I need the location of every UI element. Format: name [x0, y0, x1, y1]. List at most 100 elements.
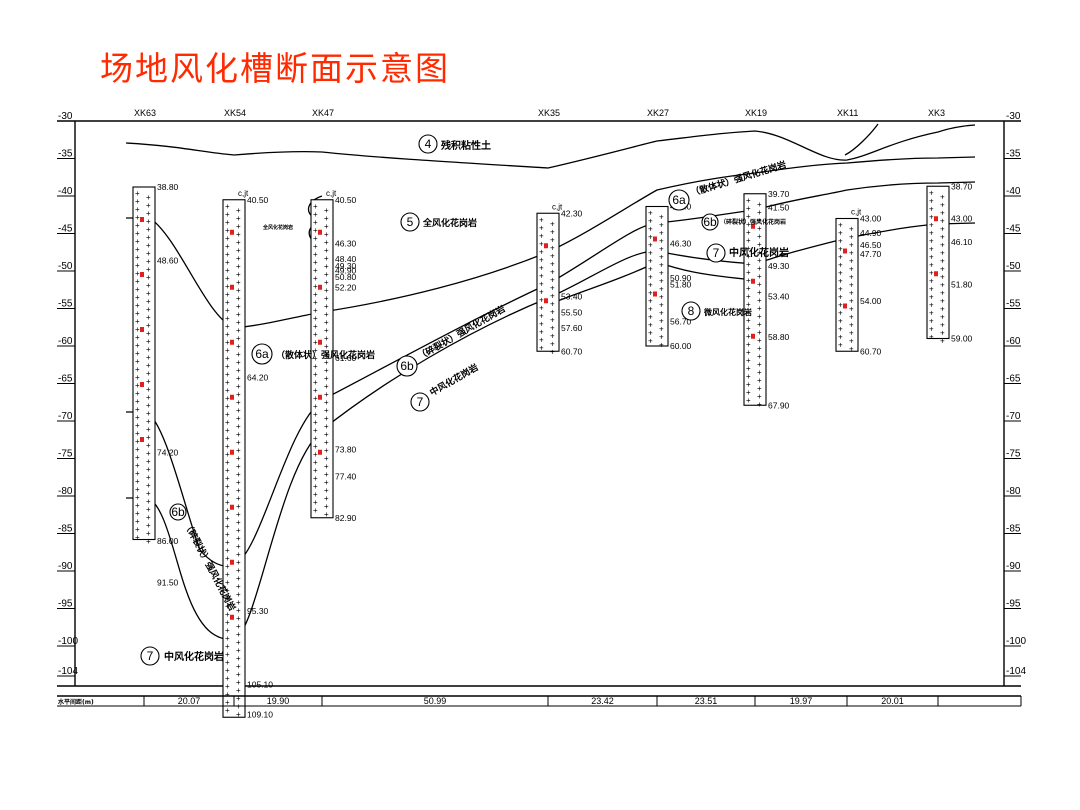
- granite-symbol: +: [648, 305, 653, 314]
- granite-symbol: +: [313, 234, 318, 243]
- granite-symbol: +: [838, 237, 843, 246]
- granite-symbol: +: [324, 382, 329, 391]
- granite-symbol: +: [146, 297, 151, 306]
- layer-number-circle: [169, 503, 187, 521]
- granite-symbol: +: [550, 307, 555, 316]
- granite-symbol: +: [324, 278, 329, 287]
- boundary-6b-7: [126, 222, 976, 641]
- granite-symbol: +: [146, 201, 151, 210]
- granite-symbol: +: [236, 598, 241, 607]
- granite-symbol: +: [135, 485, 140, 494]
- depth-label: 53.40: [768, 292, 790, 302]
- granite-symbol: +: [757, 304, 762, 313]
- granite-symbol: +: [757, 280, 762, 289]
- granite-symbol: +: [929, 244, 934, 253]
- borehole-column: [310, 199, 334, 519]
- granite-symbol: +: [324, 454, 329, 463]
- granite-symbol: +: [550, 267, 555, 276]
- granite-symbol: +: [746, 372, 751, 381]
- granite-symbol: +: [313, 290, 318, 299]
- granite-symbol: +: [225, 226, 230, 235]
- granite-symbol: +: [236, 326, 241, 335]
- granite-symbol: +: [146, 513, 151, 522]
- layer-name: 中风化花岗岩: [729, 246, 789, 259]
- granite-symbol: +: [236, 286, 241, 295]
- granite-symbol: +: [324, 342, 329, 351]
- granite-symbol: +: [757, 360, 762, 369]
- granite-symbol: +: [146, 473, 151, 482]
- elevation-tick-label: -70: [58, 411, 73, 422]
- granite-symbol: +: [648, 297, 653, 306]
- depth-label: 44.90: [860, 228, 882, 238]
- granite-symbol: +: [940, 192, 945, 201]
- granite-symbol: +: [838, 309, 843, 318]
- granite-symbol: +: [135, 197, 140, 206]
- granite-symbol: +: [324, 302, 329, 311]
- sample-marker: [140, 272, 144, 277]
- granite-symbol: +: [757, 256, 762, 265]
- borehole-column: [835, 217, 859, 352]
- granite-symbol: +: [746, 396, 751, 405]
- depth-label: 43.00: [860, 214, 882, 224]
- sample-marker: [230, 229, 234, 235]
- granite-symbol: +: [849, 289, 854, 298]
- granite-symbol: +: [324, 358, 329, 367]
- granite-symbol: +: [225, 474, 230, 483]
- distance-value: 20.01: [881, 696, 904, 706]
- granite-symbol: +: [929, 236, 934, 245]
- granite-symbol: +: [757, 392, 762, 401]
- depth-label: 51.80: [670, 280, 692, 290]
- depth-label: 53.40: [561, 292, 583, 302]
- granite-symbol: +: [757, 272, 762, 281]
- granite-symbol: +: [539, 319, 544, 328]
- depth-label: 50.90: [670, 273, 692, 283]
- granite-symbol: +: [746, 260, 751, 269]
- granite-symbol: +: [929, 228, 934, 237]
- granite-symbol: +: [225, 434, 230, 443]
- layer-number-circle: [396, 355, 418, 377]
- granite-symbol: +: [225, 698, 230, 707]
- granite-symbol: +: [146, 313, 151, 322]
- granite-symbol: +: [746, 196, 751, 205]
- granite-symbol: +: [324, 326, 329, 335]
- depth-label: 59.00: [951, 334, 973, 344]
- granite-symbol: +: [929, 292, 934, 301]
- granite-symbol: +: [146, 337, 151, 346]
- borehole-xk27: XK27++++++++++++++++++++++++++++++++++41…: [645, 108, 692, 351]
- sample-marker: [230, 614, 234, 620]
- granite-symbol: +: [929, 268, 934, 277]
- depth-label: 43.00: [951, 214, 973, 224]
- granite-symbol: +: [225, 490, 230, 499]
- layer-number: 5: [407, 215, 414, 229]
- granite-symbol: +: [849, 265, 854, 274]
- granite-symbol: +: [236, 334, 241, 343]
- depth-label: 61.60: [335, 353, 357, 363]
- granite-symbol: +: [746, 388, 751, 397]
- granite-symbol: +: [746, 252, 751, 261]
- granite-symbol: +: [225, 386, 230, 395]
- granite-symbol: +: [146, 441, 151, 450]
- depth-label: 49.30: [335, 261, 357, 271]
- elevation-tick-label: -50: [1006, 261, 1021, 272]
- sample-marker: [230, 559, 234, 565]
- cjt-label: c,jt: [238, 189, 249, 198]
- layer-name: 残积粘性土: [441, 139, 491, 152]
- granite-symbol: +: [225, 642, 230, 651]
- granite-symbol: +: [225, 338, 230, 347]
- depth-label: 56.70: [670, 316, 692, 326]
- sample-marker: [230, 339, 234, 345]
- granite-symbol: +: [313, 450, 318, 459]
- granite-symbol: +: [929, 308, 934, 317]
- sample-marker: [318, 449, 322, 455]
- elevation-tick-label: -60: [1006, 336, 1021, 347]
- granite-symbol: +: [550, 339, 555, 348]
- granite-symbol: +: [225, 394, 230, 403]
- granite-symbol: +: [135, 189, 140, 198]
- granite-symbol: +: [225, 562, 230, 571]
- granite-symbol: +: [648, 337, 653, 346]
- elevation-tick-label: -45: [58, 224, 73, 235]
- granite-symbol: +: [324, 470, 329, 479]
- elevation-tick-label: -100: [58, 636, 78, 647]
- granite-symbol: +: [225, 514, 230, 523]
- depth-label: 40.50: [335, 195, 357, 205]
